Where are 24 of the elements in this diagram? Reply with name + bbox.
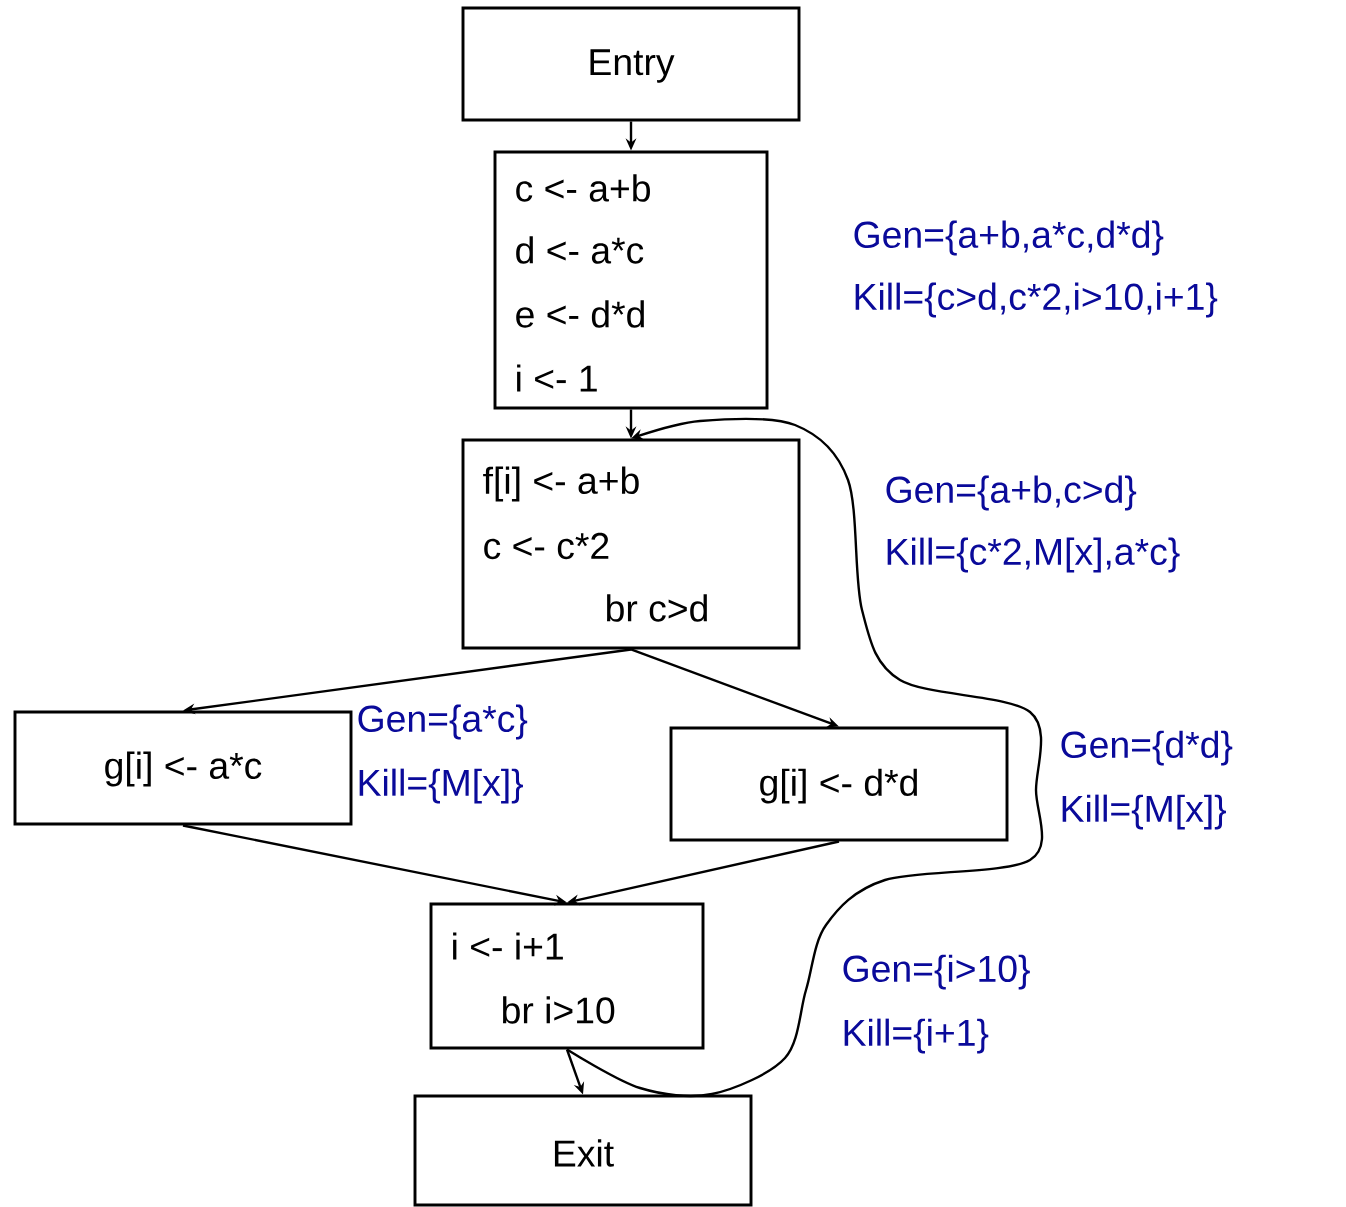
code-line: br c>d (607, 594, 707, 622)
code-line: e <- d*d (516, 300, 644, 328)
code-line: br i>10 (503, 996, 615, 1024)
code-line: d <- a*c (516, 236, 644, 264)
code-line: f[i] <- a+b (483, 466, 639, 502)
annotation-text: Gen={a+b,a*c,d*d} (854, 220, 1164, 256)
code-line: g[i] <- a*c (105, 751, 262, 787)
annotation-text: Gen={a*c} (358, 704, 528, 740)
code-line: c <- a+b (516, 174, 650, 202)
arrow (566, 417, 1043, 1098)
code-line: Exit (554, 1139, 614, 1167)
code-line: i <- i+1 (453, 932, 563, 960)
annotation-text: Kill={c>d,c*2,i>10,i+1} (855, 282, 1218, 318)
annotation-text: Kill={M[x]} (359, 768, 523, 804)
code-line: c <- c*2 (484, 532, 609, 560)
annotation-text: Kill={i+1} (844, 1018, 989, 1054)
annotation-text: Gen={i>10} (843, 954, 1030, 990)
annotation-text: Gen={a+b,c>d} (886, 475, 1137, 511)
annotation-text: Gen={d*d} (1061, 730, 1233, 766)
code-line: g[i] <- d*d (760, 768, 917, 804)
annotation-text: Kill={M[x]} (1062, 794, 1226, 830)
code-line: i <- 1 (517, 364, 597, 392)
annotation-text: Kill={c*2,M[x],a*c} (887, 537, 1180, 573)
code-line: Entry (590, 49, 675, 83)
